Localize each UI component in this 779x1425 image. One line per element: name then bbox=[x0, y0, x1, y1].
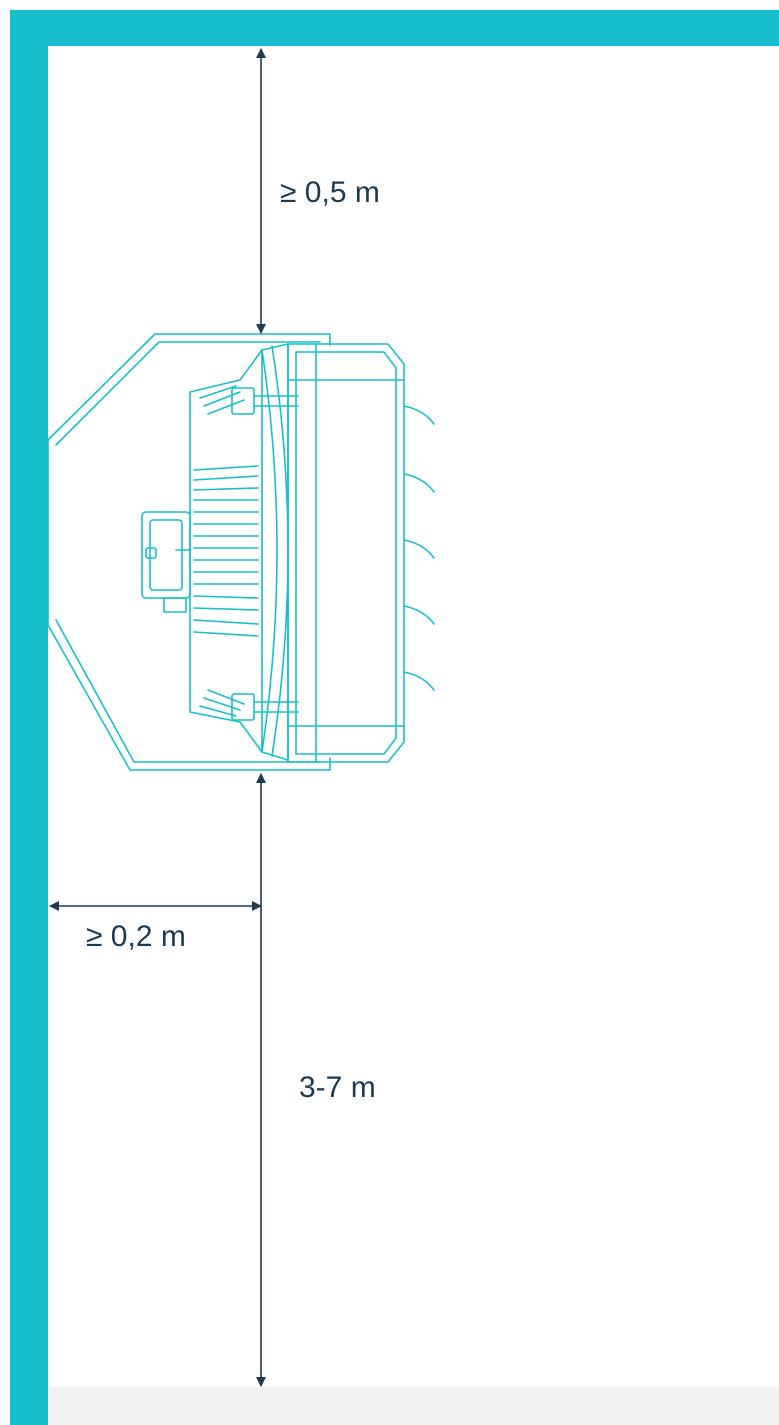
ceiling bbox=[10, 10, 779, 46]
mounting-height-label: 3-7 m bbox=[299, 1071, 376, 1104]
wall-mounted-heater-icon bbox=[47, 333, 435, 771]
wall bbox=[10, 10, 48, 1425]
floor bbox=[48, 1387, 779, 1425]
wall-clearance-label: ≥ 0,2 m bbox=[86, 920, 186, 953]
ceiling-clearance-label: ≥ 0,5 m bbox=[280, 176, 380, 209]
